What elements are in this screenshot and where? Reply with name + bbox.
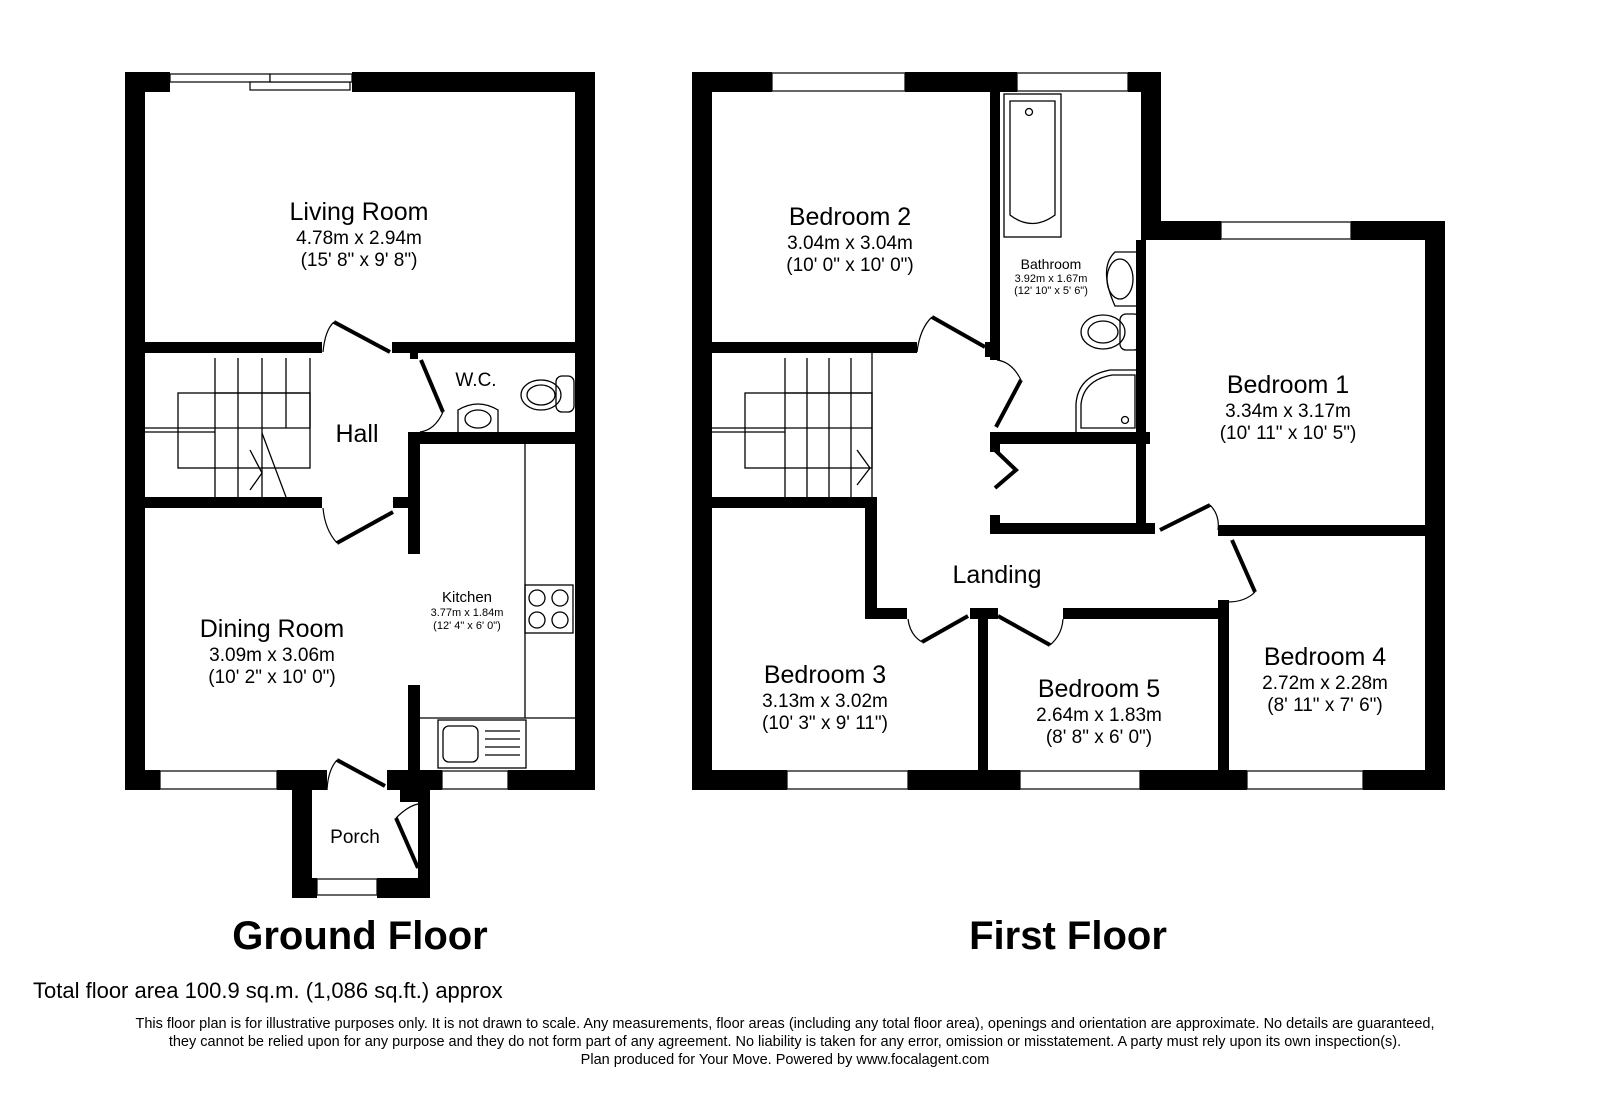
first-floor-plan: [692, 72, 1445, 790]
room-metric: 2.64m x 1.83m: [1036, 704, 1162, 726]
room-imperial: (10' 11" x 10' 5"): [1219, 422, 1357, 444]
room-metric: 3.04m x 3.04m: [787, 232, 913, 254]
window-icon: [441, 770, 509, 790]
window-icon: [1220, 221, 1352, 240]
room-name: Dining Room: [199, 615, 345, 643]
room-label-landing: Landing: [953, 561, 1042, 591]
room-label-living-room: Living Room 4.78m x 2.94m (15' 8" x 9' 8…: [290, 198, 429, 272]
total-floor-area: Total floor area 100.9 sq.m. (1,086 sq.f…: [33, 978, 503, 1003]
shower-icon: [1075, 369, 1141, 434]
window-icon: [316, 878, 378, 896]
room-name: Bedroom 1: [1226, 371, 1350, 399]
room-name: Bathroom: [1020, 256, 1082, 272]
room-label-bedroom-2: Bedroom 2 3.04m x 3.04m (10' 0" x 10' 0"…: [786, 203, 913, 277]
room-label-porch: Porch: [330, 827, 380, 849]
room-name: Hall: [335, 420, 379, 448]
basin-icon: [457, 403, 499, 437]
window-icon: [159, 770, 278, 790]
disclaimer: This floor plan is for illustrative purp…: [0, 1016, 1570, 1070]
bathtub-icon: [1003, 93, 1062, 238]
room-label-bathroom: Bathroom 3.92m x 1.67m (12' 10" x 5' 6"): [1014, 256, 1088, 298]
basin-icon: [1105, 251, 1142, 307]
room-imperial: (10' 0" x 10' 0"): [786, 254, 914, 276]
room-imperial: (12' 10" x 5' 6"): [1014, 285, 1088, 298]
window-icon: [771, 72, 906, 92]
room-label-bedroom-3: Bedroom 3 3.13m x 3.02m (10' 3" x 9' 11"…: [762, 661, 888, 735]
sink-icon: [437, 719, 527, 769]
disclaimer-line-2: they cannot be relied upon for any purpo…: [168, 1033, 1402, 1050]
room-name: Bedroom 4: [1263, 643, 1387, 671]
room-imperial: (10' 3" x 9' 11"): [761, 712, 889, 734]
room-label-bedroom-5: Bedroom 5 2.64m x 1.83m (8' 8" x 6' 0"): [1036, 675, 1162, 749]
room-name: Bedroom 5: [1037, 675, 1161, 703]
room-metric: 3.92m x 1.67m: [1014, 272, 1088, 285]
room-imperial: (8' 8" x 6' 0"): [1045, 726, 1153, 748]
window-icon: [1016, 72, 1129, 92]
room-label-bedroom-1: Bedroom 1 3.34m x 3.17m (10' 11" x 10' 5…: [1220, 371, 1357, 445]
sliding-door-icon: [169, 73, 353, 91]
ground-floor-plan: [125, 72, 595, 898]
toilet-icon: [520, 375, 575, 413]
disclaimer-line-3: Plan produced for Your Move. Powered by …: [580, 1051, 990, 1068]
room-name: Porch: [330, 827, 380, 848]
hob-icon: [524, 584, 574, 634]
disclaimer-line-1: This floor plan is for illustrative purp…: [135, 1016, 1435, 1032]
staircase-icon: [145, 358, 311, 498]
room-metric: 3.34m x 3.17m: [1225, 400, 1351, 422]
room-label-wc: W.C.: [455, 370, 496, 392]
staircase-icon: [712, 353, 873, 497]
kitchen-counter: [420, 444, 575, 719]
room-name: Bedroom 2: [788, 203, 912, 231]
room-name: Living Room: [289, 198, 429, 226]
window-icon: [786, 770, 909, 790]
room-metric: 3.09m x 3.06m: [209, 644, 335, 666]
room-name: Landing: [952, 561, 1042, 589]
room-name: Bedroom 3: [763, 661, 887, 689]
room-label-hall: Hall: [335, 420, 378, 450]
room-name: W.C.: [455, 370, 497, 391]
room-metric: 3.13m x 3.02m: [762, 690, 888, 712]
floor-title-first: First Floor: [969, 914, 1167, 958]
room-metric: 3.77m x 1.84m: [430, 606, 504, 619]
room-imperial: (12' 4" x 6' 0"): [433, 619, 501, 632]
room-name: Kitchen: [441, 589, 493, 606]
room-metric: 2.72m x 2.28m: [1262, 672, 1388, 694]
floor-title-ground: Ground Floor: [232, 914, 488, 958]
room-imperial: (10' 2" x 10' 0"): [208, 666, 336, 688]
window-icon: [1019, 770, 1141, 790]
room-metric: 4.78m x 2.94m: [296, 227, 422, 249]
room-imperial: (8' 11" x 7' 6"): [1267, 694, 1383, 716]
room-label-bedroom-4: Bedroom 4 2.72m x 2.28m (8' 11" x 7' 6"): [1262, 643, 1388, 717]
window-icon: [1246, 770, 1364, 790]
room-label-dining-room: Dining Room 3.09m x 3.06m (10' 2" x 10' …: [200, 615, 345, 689]
toilet-icon: [1080, 313, 1141, 351]
room-label-kitchen: Kitchen 3.77m x 1.84m (12' 4" x 6' 0"): [431, 589, 504, 633]
room-imperial: (15' 8" x 9' 8"): [300, 249, 418, 271]
